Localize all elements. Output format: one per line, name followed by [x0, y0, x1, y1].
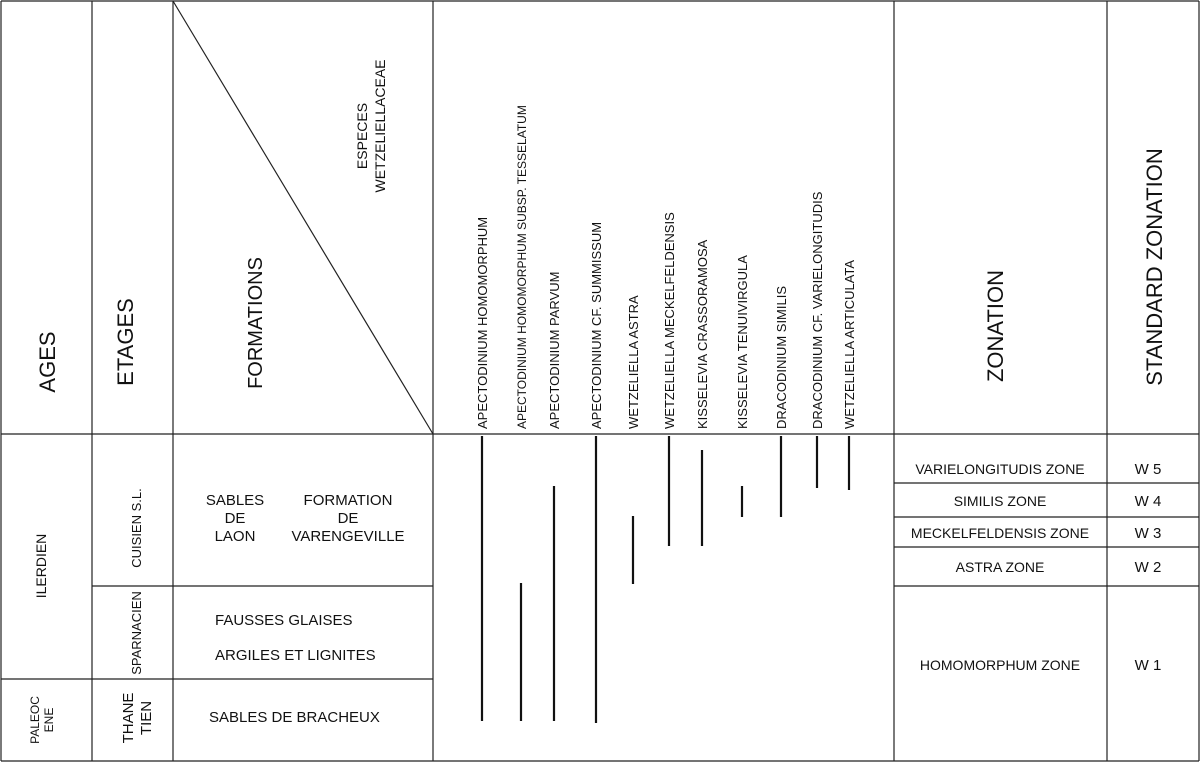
formation-de-varengeville: FORMATION DE VARENGEVILLE	[291, 492, 404, 545]
formation-varengeville-line: VARENGEVILLE	[291, 528, 404, 545]
zone-name: SIMILIS ZONE	[954, 493, 1047, 509]
header-especes-line1: ESPECES	[354, 103, 370, 169]
age-paleocene-line1: PALEOC	[28, 696, 42, 744]
header-zonation: ZONATION	[983, 270, 1008, 382]
etage-sparnacien: SPARNACIEN	[129, 591, 144, 675]
species-label: DRACODINIUM SIMILIS	[774, 286, 789, 429]
species-label: APECTODINIUM PARVUM	[547, 272, 562, 429]
standard-zone-code: W 2	[1135, 559, 1162, 576]
formation-varengeville-line: DE	[338, 510, 359, 527]
species-label: WETZELIELLA ASTRA	[626, 295, 641, 429]
species-range-bars	[480, 436, 851, 723]
age-paleocene-line2: ENE	[42, 708, 56, 733]
species-label: APECTODINIUM CF. SUMMISSUM	[589, 222, 604, 429]
header-standard-zonation: STANDARD ZONATION	[1142, 148, 1167, 386]
zone-name: MECKELFELDENSIS ZONE	[911, 525, 1089, 541]
etage-thanetien-line1: THANE	[120, 693, 137, 744]
formation-fausses-glaises: FAUSSES GLAISES	[215, 612, 353, 629]
formation-argiles-et-lignites: ARGILES ET LIGNITES	[215, 647, 376, 664]
formation-laon-line: SABLES	[206, 492, 264, 509]
header-etages: ETAGES	[113, 298, 138, 386]
formation-laon-line: LAON	[215, 528, 256, 545]
header-especes-line2: WETZELIELLACEAE	[372, 59, 388, 192]
header-diagonal	[172, 0, 434, 435]
standard-zone-code: W 1	[1135, 657, 1162, 674]
species-label: KISSELEVIA CRASSORAMOSA	[695, 239, 710, 429]
species-label: DRACODINIUM CF. VARIELONGITUDIS	[810, 191, 825, 429]
zone-name: VARIELONGITUDIS ZONE	[915, 461, 1084, 477]
standard-zone-code: W 5	[1135, 461, 1162, 478]
zone-name: HOMOMORPHUM ZONE	[920, 657, 1080, 673]
species-label: KISSELEVIA TENUIVIRGULA	[735, 255, 750, 429]
species-labels: APECTODINIUM HOMOMORPHUM APECTODINIUM HOM…	[475, 105, 857, 429]
species-label: APECTODINIUM HOMOMORPHUM SUBSP. TESSELAT…	[515, 105, 529, 429]
species-label: WETZELIELLA MECKELFELDENSIS	[662, 212, 677, 429]
formation-sables-de-bracheux: SABLES DE BRACHEUX	[209, 709, 380, 726]
species-label: APECTODINIUM HOMOMORPHUM	[475, 217, 490, 429]
zone-name: ASTRA ZONE	[956, 559, 1045, 575]
header-formations: FORMATIONS	[245, 257, 267, 389]
standard-zone-code: W 3	[1135, 525, 1162, 542]
formation-laon-line: DE	[225, 510, 246, 527]
formation-sables-de-laon: SABLES DE LAON	[206, 492, 264, 545]
age-ilerdien: ILERDIEN	[33, 534, 49, 599]
species-label: WETZELIELLA ARTICULATA	[842, 260, 857, 429]
etage-thanetien-line2: TIEN	[138, 701, 155, 735]
formation-varengeville-line: FORMATION	[304, 492, 393, 509]
etage-cuisien: CUISIEN S.L.	[129, 488, 144, 567]
header-ages: AGES	[35, 331, 60, 392]
zone-labels: VARIELONGITUDIS ZONE W 5 SIMILIS ZONE W 4 ME…	[911, 461, 1161, 674]
standard-zone-code: W 4	[1135, 493, 1162, 510]
